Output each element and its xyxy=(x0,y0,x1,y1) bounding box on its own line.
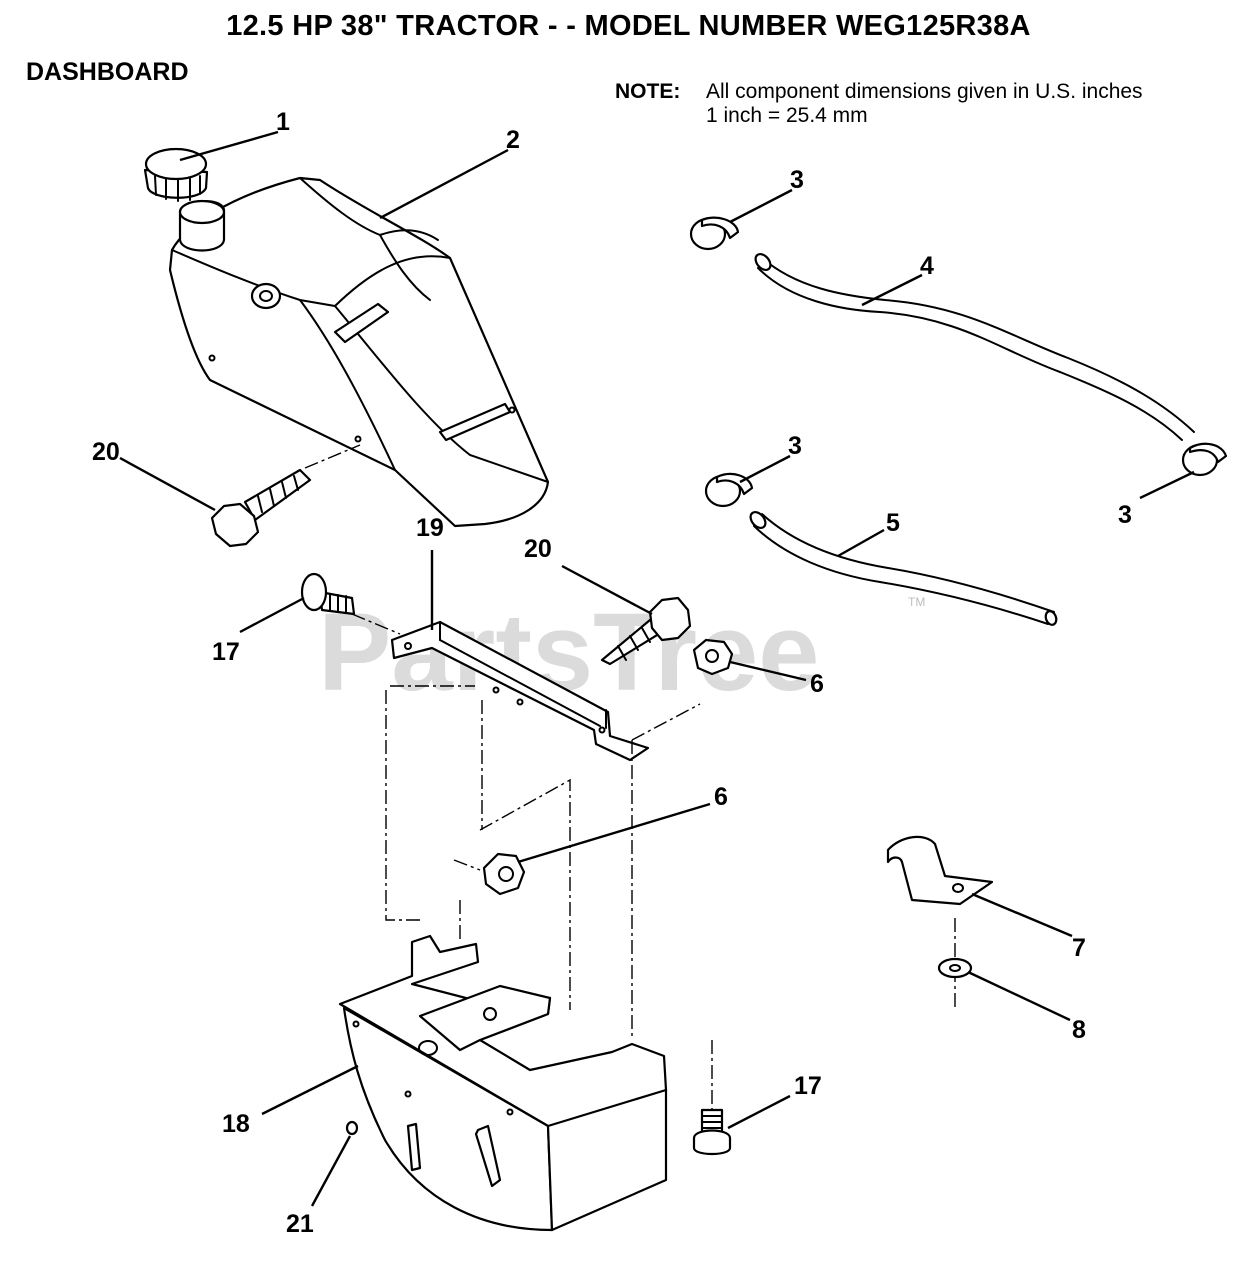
assembly-line-nut xyxy=(631,703,701,741)
part-19-bracket[interactable] xyxy=(390,620,650,762)
callout-4: 4 xyxy=(920,252,934,280)
part-7-hose-clip[interactable] xyxy=(886,835,994,906)
note-line-2: 1 inch = 25.4 mm xyxy=(706,104,868,127)
part-17-bolt-b[interactable] xyxy=(692,1040,732,1156)
callout-7: 7 xyxy=(1072,934,1086,962)
part-2-fuel-tank[interactable] xyxy=(168,176,550,528)
callout-17b: 17 xyxy=(794,1072,822,1100)
callout-3a: 3 xyxy=(790,166,804,194)
callout-1: 1 xyxy=(276,108,290,136)
part-17-bolt-a[interactable] xyxy=(300,572,401,635)
part-3-hose-clamp-b[interactable] xyxy=(704,472,754,508)
note-label: NOTE: xyxy=(615,80,681,103)
watermark-trademark: TM xyxy=(908,595,925,609)
callouts: 1 2 3 4 20 3 3 19 20 5 17 6 6 7 8 17 18 xyxy=(92,108,1195,1238)
note-line-1: All component dimensions given in U.S. i… xyxy=(706,80,1143,103)
callout-6b: 6 xyxy=(714,783,728,811)
part-5-fuel-hose[interactable] xyxy=(748,509,1058,626)
callout-19: 19 xyxy=(416,514,444,542)
assembly-line-left xyxy=(385,690,420,921)
diagram-title: 12.5 HP 38" TRACTOR - - MODEL NUMBER WEG… xyxy=(226,10,1031,42)
callout-18: 18 xyxy=(222,1110,250,1138)
part-18-dash-panel[interactable] xyxy=(338,934,668,1232)
part-6-nut-a[interactable] xyxy=(692,638,734,676)
assembly-line-inner xyxy=(479,778,571,1010)
part-20-screw-b[interactable] xyxy=(600,596,692,666)
callout-20b: 20 xyxy=(524,535,552,563)
callout-8: 8 xyxy=(1072,1016,1086,1044)
part-21-plug[interactable] xyxy=(345,1120,359,1136)
callout-3b: 3 xyxy=(788,432,802,460)
part-8-washer[interactable] xyxy=(937,918,973,1010)
part-6-nut-b[interactable] xyxy=(482,852,526,896)
callout-5: 5 xyxy=(886,509,900,537)
callout-2: 2 xyxy=(506,126,520,154)
callout-21: 21 xyxy=(286,1210,314,1238)
part-3-hose-clamp-c[interactable] xyxy=(1181,442,1228,477)
callout-17a: 17 xyxy=(212,638,240,666)
part-4-fuel-hose[interactable] xyxy=(753,251,1195,441)
part-1-fuel-cap[interactable] xyxy=(143,147,209,202)
callout-6a: 6 xyxy=(810,670,824,698)
section-title: DASHBOARD xyxy=(26,58,189,86)
callout-3c: 3 xyxy=(1118,501,1132,529)
callout-20a: 20 xyxy=(92,438,120,466)
part-20-screw-a[interactable] xyxy=(210,444,361,548)
assembly-line-nut-b xyxy=(453,859,481,871)
part-3-hose-clamp-a[interactable] xyxy=(689,216,740,251)
